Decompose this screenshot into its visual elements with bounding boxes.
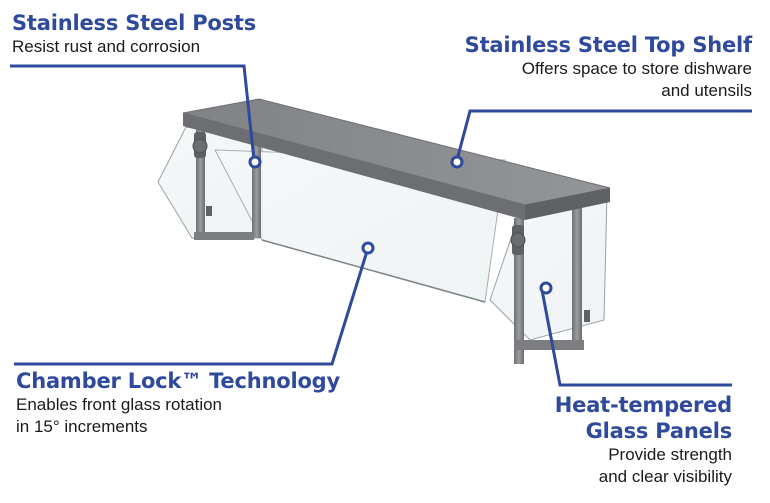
lock-desc-line2: in 15° increments xyxy=(16,417,148,436)
glass-dot xyxy=(539,281,553,295)
glass-title-line1: Heat-tempered xyxy=(554,393,732,417)
lock-desc-line1: Enables front glass rotation xyxy=(16,395,223,414)
glass-desc-line1: Provide strength xyxy=(608,445,732,464)
lock-title: Chamber Lock™ Technology xyxy=(16,369,340,393)
posts-leader-line xyxy=(10,64,256,161)
posts-dot xyxy=(248,155,262,169)
left-posts xyxy=(192,128,261,240)
shelf-title: Stainless Steel Top Shelf xyxy=(464,33,753,57)
shelf-dot xyxy=(450,155,464,169)
leader-lines xyxy=(10,64,752,387)
lock-leader-line xyxy=(14,247,370,366)
shelf-desc-line2: and utensils xyxy=(661,81,752,100)
callout-posts: Stainless Steel Posts Resist rust and co… xyxy=(12,10,256,58)
callout-shelf: Stainless Steel Top Shelf Offers space t… xyxy=(464,32,753,102)
callout-chamber-lock: Chamber Lock™ Technology Enables front g… xyxy=(16,368,340,438)
glass-title-line2: Glass Panels xyxy=(585,419,733,443)
posts-desc: Resist rust and corrosion xyxy=(12,37,201,56)
right-posts xyxy=(510,205,590,364)
glass-leader-line xyxy=(540,289,732,387)
callout-glass-panels: Heat-tempered Glass Panels Provide stren… xyxy=(555,392,732,488)
glass-desc-line2: and clear visibility xyxy=(598,467,732,486)
shelf-leader-line xyxy=(455,109,752,161)
posts-title: Stainless Steel Posts xyxy=(12,11,257,35)
shelf-desc-line1: Offers space to store dishware xyxy=(521,59,752,78)
lock-dot xyxy=(361,241,375,255)
top-shelf xyxy=(182,98,611,220)
callout-dots xyxy=(248,155,553,295)
